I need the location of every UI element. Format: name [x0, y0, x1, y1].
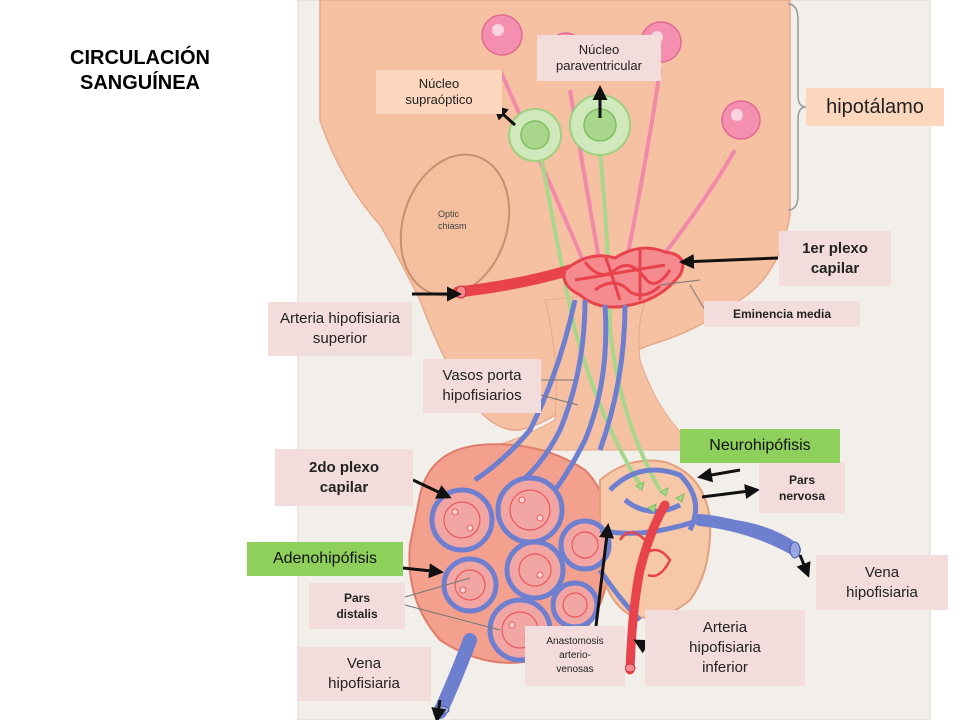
label-nucleo-paraventricular: Núcleo paraventricular: [537, 35, 661, 81]
portal-vessels: [473, 299, 628, 493]
green-axon-terminals: [635, 481, 685, 513]
label-vena-hipofisiaria-left: Vena hipofisiaria: [297, 647, 431, 701]
diagram-title: CIRCULACIÓN SANGUÍNEA: [70, 47, 210, 94]
green-neuron-bodies: [508, 94, 631, 162]
label-pars-distalis: Pars distalis: [309, 583, 405, 629]
leader-lines: [404, 279, 746, 631]
label-segundo-plexo-capilar: 2do plexo capilar: [275, 449, 413, 506]
label-neurohipofisis: Neurohipófisis: [680, 429, 840, 463]
label-pars-nervosa: Pars nervosa: [759, 463, 845, 513]
label-nucleo-supraoptico: Núcleo supraóptico: [376, 70, 502, 114]
label-adenohipofisis: Adenohipófisis: [247, 542, 403, 576]
superior-hypophyseal-artery: [452, 264, 576, 298]
label-hipotalamo: hipotálamo: [806, 88, 944, 126]
label-eminencia-media: Eminencia media: [704, 301, 860, 327]
label-vena-hipofisiaria-right: Vena hipofisiaria: [816, 555, 948, 610]
primary-capillary-plexus: [562, 246, 685, 309]
label-arteria-hipofisiaria-inferior: Arteria hipofisiaria inferior: [645, 610, 805, 686]
label-arteria-hipofisiaria-superior: Arteria hipofisiaria superior: [268, 302, 412, 356]
right-hypophyseal-vein: [694, 514, 801, 556]
inferior-hypophyseal-artery: [625, 500, 670, 675]
green-neuron-axons: [538, 149, 662, 491]
label-anastomosis: Anastomosis arterio- venosas: [525, 626, 625, 686]
label-vasos-porta: Vasos porta hipofisiarios: [423, 359, 541, 413]
label-primer-plexo-capilar: 1er plexo capilar: [779, 231, 891, 286]
optic-chiasm-label: Optic chiasm: [438, 209, 467, 231]
